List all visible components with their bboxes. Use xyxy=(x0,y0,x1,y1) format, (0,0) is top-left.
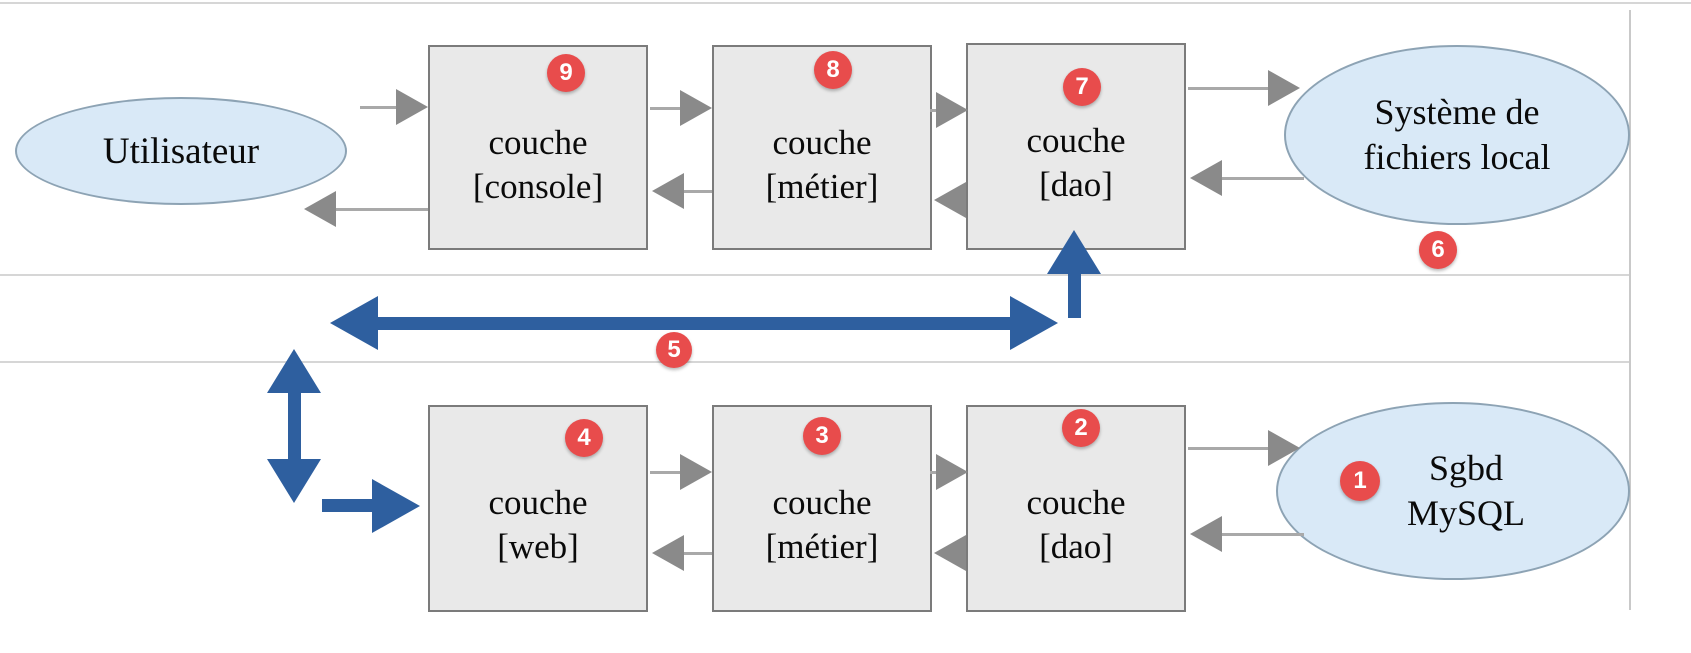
blue-vertical-shaft xyxy=(288,391,301,461)
arrow-console-to-user-stem xyxy=(336,208,428,211)
badge-7: 7 xyxy=(1063,68,1101,106)
box-couche-web-label: couche [web] xyxy=(430,481,646,569)
box-couche-metier-top-label: couche [métier] xyxy=(714,121,930,209)
box-label-line1: couche xyxy=(1026,483,1126,522)
middle-guide-line-lower xyxy=(0,361,1630,363)
badge-5: 5 xyxy=(656,332,692,368)
box-couche-web: couche [web] xyxy=(428,405,648,612)
arrow-metier-to-dao-stem xyxy=(930,109,940,112)
arrow-sgbd-to-dao-icon xyxy=(1190,516,1222,552)
arrow-metier-to-dao2-icon xyxy=(936,454,968,490)
utilisateur-label: Utilisateur xyxy=(102,130,260,172)
box-couche-console-label: couche [console] xyxy=(430,121,646,209)
box-label-line1: couche xyxy=(1026,121,1126,160)
box-label-line1: couche xyxy=(488,483,588,522)
box-couche-console: couche [console] xyxy=(428,45,648,250)
blue-link-shaft xyxy=(376,317,1012,330)
box-label-line2: [métier] xyxy=(765,527,879,566)
arrow-dao2-to-metier-icon xyxy=(934,535,966,571)
database-label-line1: Sgbd xyxy=(1428,448,1504,488)
arrow-dao-to-metier-icon xyxy=(934,182,966,218)
badge-1: 1 xyxy=(1340,461,1380,501)
arrow-sgbd-to-dao-stem xyxy=(1222,533,1304,536)
blue-vertical-top-arrowhead-icon xyxy=(267,349,321,393)
arrow-metier-to-web-icon xyxy=(652,535,684,571)
arrow-web-to-metier-stem xyxy=(650,471,684,474)
box-label-line2: [web] xyxy=(497,527,579,566)
box-label-line2: [dao] xyxy=(1039,165,1113,204)
database-label-line2: MySQL xyxy=(1406,493,1526,533)
box-label-line1: couche xyxy=(488,123,588,162)
arrow-filesystem-to-dao-icon xyxy=(1190,160,1222,196)
badge-9: 9 xyxy=(547,54,585,92)
node-utilisateur: Utilisateur xyxy=(15,97,347,205)
arrow-web-to-metier-icon xyxy=(680,454,712,490)
filesystem-label-line1: Système de xyxy=(1374,92,1540,132)
blue-vertical-bottom-arrowhead-icon xyxy=(267,459,321,503)
right-guide-line xyxy=(1629,10,1631,610)
box-label-line1: couche xyxy=(772,483,872,522)
node-systeme-fichiers: Système de fichiers local xyxy=(1284,45,1630,225)
blue-link-left-arrowhead-icon xyxy=(330,296,378,350)
box-label-line2: [métier] xyxy=(765,167,879,206)
blue-into-web-shaft xyxy=(322,499,376,512)
badge-2: 2 xyxy=(1062,409,1100,447)
arrow-filesystem-to-dao-stem xyxy=(1222,177,1304,180)
blue-link-right-arrowhead-icon xyxy=(1010,296,1058,350)
top-guide-line xyxy=(0,2,1691,4)
filesystem-label: Système de fichiers local xyxy=(1364,90,1551,180)
badge-3: 3 xyxy=(803,417,841,455)
filesystem-label-line2: fichiers local xyxy=(1363,137,1551,177)
arrow-metier-to-dao2-stem xyxy=(930,471,940,474)
arrow-console-to-metier-stem xyxy=(650,107,684,110)
badge-6: 6 xyxy=(1419,231,1457,269)
blue-into-web-arrowhead-icon xyxy=(372,479,420,533)
box-label-line2: [console] xyxy=(472,167,604,206)
box-couche-dao-top: couche [dao] xyxy=(966,43,1186,250)
middle-guide-line-upper xyxy=(0,274,1630,276)
arrow-dao-to-sgbd-icon xyxy=(1268,430,1300,466)
badge-4: 4 xyxy=(565,419,603,457)
blue-up-arrow-shaft xyxy=(1068,272,1081,318)
arrow-dao-to-filesystem-stem xyxy=(1188,87,1272,90)
arrow-user-to-console-icon xyxy=(396,89,428,125)
arrow-user-to-console-stem xyxy=(360,106,398,109)
arrow-metier-to-web-stem xyxy=(684,552,712,555)
box-label-line1: couche xyxy=(772,123,872,162)
arrow-console-to-metier-icon xyxy=(680,90,712,126)
box-couche-dao-top-label: couche [dao] xyxy=(968,119,1184,207)
arrow-dao-to-filesystem-icon xyxy=(1268,70,1300,106)
badge-8: 8 xyxy=(814,51,852,89)
box-label-line2: [dao] xyxy=(1039,527,1113,566)
node-sgbd-mysql: Sgbd MySQL xyxy=(1276,402,1630,580)
arrow-metier-to-console-stem xyxy=(684,190,712,193)
database-label: Sgbd MySQL xyxy=(1407,446,1525,536)
box-couche-metier-bottom-label: couche [métier] xyxy=(714,481,930,569)
blue-up-arrowhead-icon xyxy=(1047,230,1101,274)
arrow-metier-to-console-icon xyxy=(652,173,684,209)
box-couche-dao-bottom-label: couche [dao] xyxy=(968,481,1184,569)
arrow-console-to-user-icon xyxy=(304,191,336,227)
arrow-dao-to-sgbd-stem xyxy=(1188,447,1272,450)
arrow-metier-to-dao-icon xyxy=(936,92,968,128)
